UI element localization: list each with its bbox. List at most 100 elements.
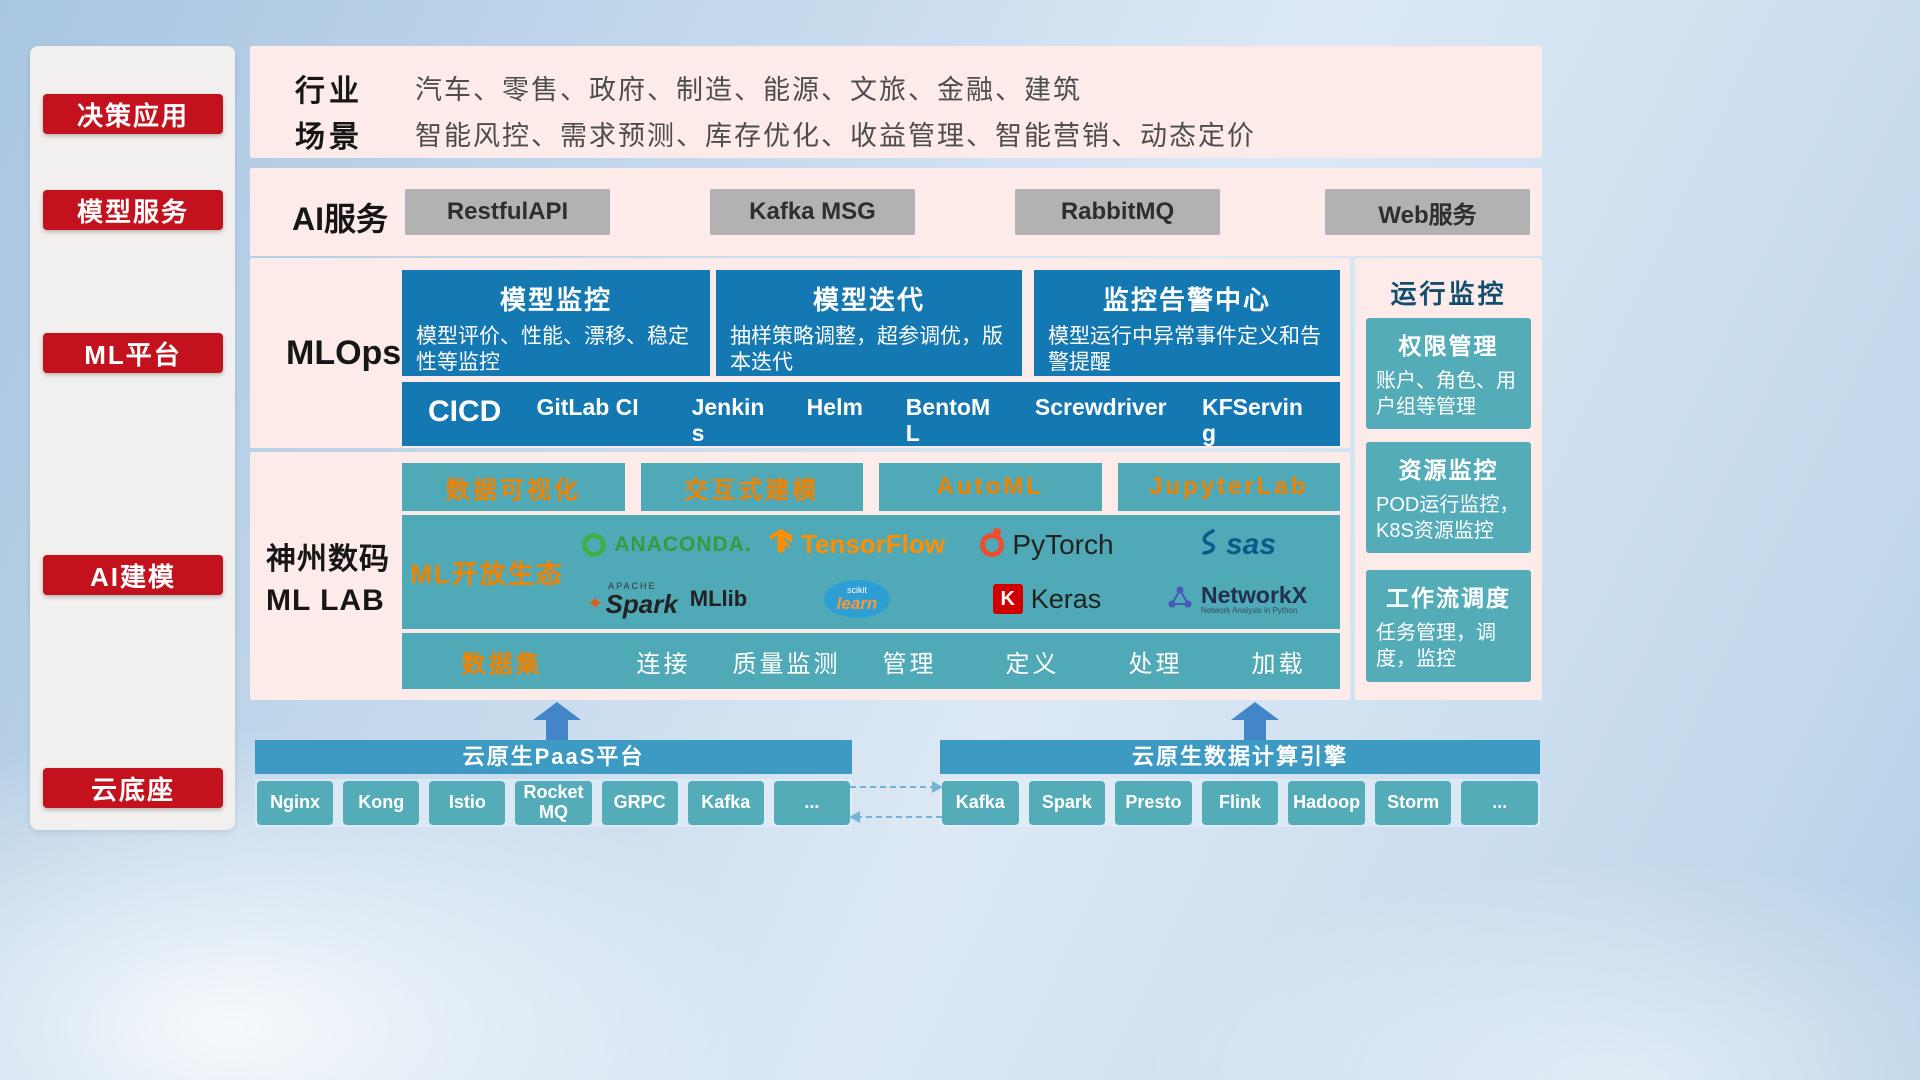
networkx-logo: NetworkX Network Analysis in Python xyxy=(1142,574,1332,624)
keras-label: Keras xyxy=(1030,583,1102,614)
tech-button-storm[interactable]: Storm xyxy=(1374,781,1452,825)
tech-button-hadoop[interactable]: Hadoop xyxy=(1288,781,1365,825)
spark-star-icon: ✦ xyxy=(586,592,604,615)
tech-button-presto[interactable]: Presto xyxy=(1115,781,1192,825)
card-title: 工作流调度 xyxy=(1386,585,1511,611)
running-monitor-title: 运行监控 xyxy=(1390,279,1507,309)
tool-button-automl[interactable]: AutoML xyxy=(879,463,1102,511)
tensorflow-label: TensorFlow xyxy=(801,529,945,560)
left-sidebar: 决策应用 模型服务 ML平台 AI建模 云底座 xyxy=(30,46,235,830)
learn-label: learn xyxy=(836,594,878,614)
sidebar-item-model-service[interactable]: 模型服务 xyxy=(43,190,223,230)
dataset-item-connect: 连接 xyxy=(636,650,691,678)
mlops-label: MLOps xyxy=(286,334,402,372)
card-title: 模型监控 xyxy=(499,285,612,315)
tech-button-kafka[interactable]: Kafka xyxy=(942,781,1019,825)
card-desc: 任务管理，调度，监控 xyxy=(1376,622,1496,670)
api-button-rabbitmq[interactable]: RabbitMQ xyxy=(1015,189,1220,235)
cicd-item-kfserving: KFServing xyxy=(1202,394,1303,447)
dataset-item-define: 定义 xyxy=(1005,650,1060,678)
tech-button-istio[interactable]: Istio xyxy=(429,781,506,825)
networkx-label: NetworkX xyxy=(1200,582,1308,609)
keras-icon: K xyxy=(992,584,1023,615)
cicd-item-jenkins: Jenkins xyxy=(691,394,765,447)
ai-service-label: AI服务 xyxy=(292,201,389,237)
running-monitor-panel: 运行监控 权限管理 账户、角色、用户组等管理 资源监控 POD运行监控，K8S资… xyxy=(1355,258,1542,700)
tool-button-jupyterlab[interactable]: JupyterLab xyxy=(1117,463,1340,511)
industry-label: 行业 xyxy=(295,75,363,108)
sidebar-item-ai-modeling[interactable]: AI建模 xyxy=(43,555,223,595)
card-desc: 模型评价、性能、漂移、稳定性等监控 xyxy=(416,325,689,375)
sas-icon xyxy=(1198,528,1218,561)
card-title: 权限管理 xyxy=(1398,333,1499,359)
eco-logo-row: APACHE ✦ Spark MLlib scikit learn xyxy=(572,574,1332,624)
tech-button-grpc[interactable]: GRPC xyxy=(601,781,678,825)
card-desc: 抽样策略调整，超参调优，版本迭代 xyxy=(730,325,1003,375)
spark-apache-label: APACHE xyxy=(608,580,657,591)
tech-button-nginx[interactable]: Nginx xyxy=(257,781,334,825)
scikit-label: scikit xyxy=(847,585,867,596)
mlops-panel: MLOps 模型监控 模型评价、性能、漂移、稳定性等监控 模型迭代 抽样策略调整… xyxy=(250,258,1350,448)
ai-service-panel: AI服务 RestfulAPI Kafka MSG RabbitMQ Web服务 xyxy=(250,168,1542,256)
card-desc: 模型运行中异常事件定义和告警提醒 xyxy=(1048,325,1321,375)
sidebar-item-cloud-base[interactable]: 云底座 xyxy=(43,768,223,808)
dataset-bar: 数据集 连接 质量监测 管理 定义 处理 加载 xyxy=(402,633,1340,689)
tech-button-more[interactable]: ... xyxy=(773,781,850,825)
eco-label: ML开放生态 xyxy=(410,558,564,589)
sidebar-item-ml-platform[interactable]: ML平台 xyxy=(43,333,223,373)
tech-button-more[interactable]: ... xyxy=(1461,781,1539,825)
industry-scenario-panel: 行业 汽车、零售、政府、制造、能源、文旅、金融、建筑 场景 智能风控、需求预测、… xyxy=(250,46,1542,158)
cicd-item-helm: Helm xyxy=(806,394,863,420)
ml-lab-panel: 神州数码 ML LAB 数据可视化 交互式建模 AutoML JupyterLa… xyxy=(250,452,1350,700)
tech-button-spark[interactable]: Spark xyxy=(1028,781,1106,825)
mlops-card-alert-center: 监控告警中心 模型运行中异常事件定义和告警提醒 xyxy=(1034,270,1340,376)
cicd-item-screwdriver: Screwdriver xyxy=(1034,394,1167,420)
scenario-values: 智能风控、需求预测、库存优化、收益管理、智能营销、动态定价 xyxy=(415,121,1256,151)
tool-button-interactive-modeling[interactable]: 交互式建模 xyxy=(640,463,863,511)
cicd-item-gitlab-ci: GitLab CI xyxy=(536,394,639,420)
api-button-web[interactable]: Web服务 xyxy=(1325,189,1530,235)
dataset-item-quality: 质量监测 xyxy=(732,650,841,678)
engine-button-row: Kafka Spark Presto Flink Hadoop Storm ..… xyxy=(940,779,1540,827)
card-title: 监控告警中心 xyxy=(1102,285,1271,315)
pytorch-label: PyTorch xyxy=(1012,528,1114,560)
tech-button-kong[interactable]: Kong xyxy=(343,781,420,825)
tech-button-flink[interactable]: Flink xyxy=(1201,781,1279,825)
sas-logo: sas xyxy=(1142,520,1332,570)
data-engine-header: 云原生数据计算引擎 xyxy=(940,740,1540,774)
tech-button-rocketmq[interactable]: RocketMQ xyxy=(515,781,592,825)
tool-button-data-visualization[interactable]: 数据可视化 xyxy=(402,463,625,511)
eco-logo-grid: ANACONDA. TensorFlow PyTorch sas xyxy=(572,515,1340,629)
paas-button-row: Nginx Kong Istio RocketMQ GRPC Kafka ... xyxy=(255,779,852,827)
mlops-card-model-iteration: 模型迭代 抽样策略调整，超参调优，版本迭代 xyxy=(716,270,1022,376)
keras-logo: K Keras xyxy=(952,574,1142,624)
cicd-bar: CICD GitLab CI Jenkins Helm BentoML Scre… xyxy=(402,382,1340,446)
anaconda-icon xyxy=(582,532,607,557)
card-desc: POD运行监控，K8S资源监控 xyxy=(1376,494,1520,542)
dataset-item-load: 加载 xyxy=(1251,650,1306,678)
card-desc: 账户、角色、用户组等管理 xyxy=(1376,370,1516,418)
sidebar-item-decision-apps[interactable]: 决策应用 xyxy=(43,94,223,134)
card-title: 资源监控 xyxy=(1398,457,1499,483)
monitor-card-resources: 资源监控 POD运行监控，K8S资源监控 xyxy=(1366,442,1531,553)
anaconda-label: ANACONDA. xyxy=(614,532,752,556)
monitor-card-permissions: 权限管理 账户、角色、用户组等管理 xyxy=(1366,318,1531,429)
industry-values: 汽车、零售、政府、制造、能源、文旅、金融、建筑 xyxy=(415,75,1082,105)
spark-mllib-logo: APACHE ✦ Spark MLlib xyxy=(572,574,762,624)
api-button-restfulapi[interactable]: RestfulAPI xyxy=(405,189,610,235)
ml-open-ecosystem: ML开放生态 ANACONDA. TensorFlow PyTorch xyxy=(402,515,1340,629)
dataset-label: 数据集 xyxy=(461,650,543,678)
tech-button-kafka[interactable]: Kafka xyxy=(687,781,764,825)
sas-label: sas xyxy=(1225,527,1277,561)
scikit-learn-icon: scikit learn xyxy=(824,580,890,619)
api-button-kafka-msg[interactable]: Kafka MSG xyxy=(710,189,915,235)
card-title: 模型迭代 xyxy=(812,285,925,315)
dataset-item-manage: 管理 xyxy=(882,650,937,678)
up-arrow-icon xyxy=(1231,702,1279,740)
pytorch-icon xyxy=(980,527,1005,557)
ml-lab-tool-row: 数据可视化 交互式建模 AutoML JupyterLab xyxy=(402,463,1340,511)
tensorflow-logo: TensorFlow xyxy=(762,520,952,570)
paas-platform-header: 云原生PaaS平台 xyxy=(255,740,852,774)
pytorch-logo: PyTorch xyxy=(952,520,1142,570)
